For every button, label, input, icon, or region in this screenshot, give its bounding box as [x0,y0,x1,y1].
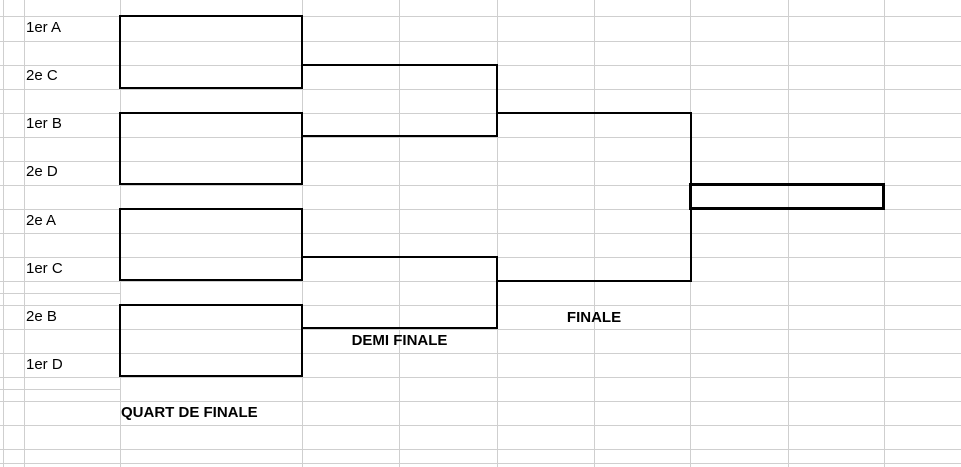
seed-label-1er-a: 1er A [26,19,62,36]
gridline-horizontal [0,448,961,450]
seed-label-2e-c: 2e C [26,67,58,84]
seed-label-1er-d: 1er D [26,356,63,373]
quarterfinal-box-1[interactable] [119,15,303,89]
final-box[interactable] [496,112,692,282]
gridline-horizontal-short [0,389,120,390]
gridline-horizontal [0,16,961,17]
gridline-horizontal [0,329,961,330]
round-label-semifinal: DEMI FINALE [351,332,448,349]
gridline-horizontal [0,136,961,138]
gridline-horizontal-short [0,293,120,294]
gridline-horizontal [0,425,961,426]
gridline-horizontal [0,353,961,354]
gridline-horizontal [0,88,961,90]
gridline-horizontal [0,281,961,282]
gridline-horizontal [0,112,961,114]
quarterfinal-box-2[interactable] [119,112,303,185]
seed-label-2e-d: 2e D [26,163,58,180]
seed-label-1er-c: 1er C [26,260,63,277]
gridline-horizontal [0,377,961,378]
gridline-horizontal [0,160,961,162]
winner-box[interactable] [689,183,885,210]
gridline-horizontal [0,305,961,306]
gridline-horizontal [0,463,961,464]
seed-label-2e-b: 2e B [26,308,57,325]
gridline-horizontal [0,209,961,210]
quarterfinal-box-4[interactable] [119,304,303,377]
semifinal-box-2[interactable] [301,256,498,329]
semifinal-box-1[interactable] [301,64,498,137]
gridline-horizontal [0,184,961,186]
gridline-horizontal [0,401,961,402]
round-label-quarterfinal: QUART DE FINALE [121,404,258,421]
gridline-horizontal [0,233,961,234]
seed-label-2e-a: 2e A [26,212,57,229]
seed-label-1er-b: 1er B [26,115,62,132]
quarterfinal-box-3[interactable] [119,208,303,281]
round-label-final: FINALE [566,309,622,326]
gridline-horizontal [0,41,961,42]
